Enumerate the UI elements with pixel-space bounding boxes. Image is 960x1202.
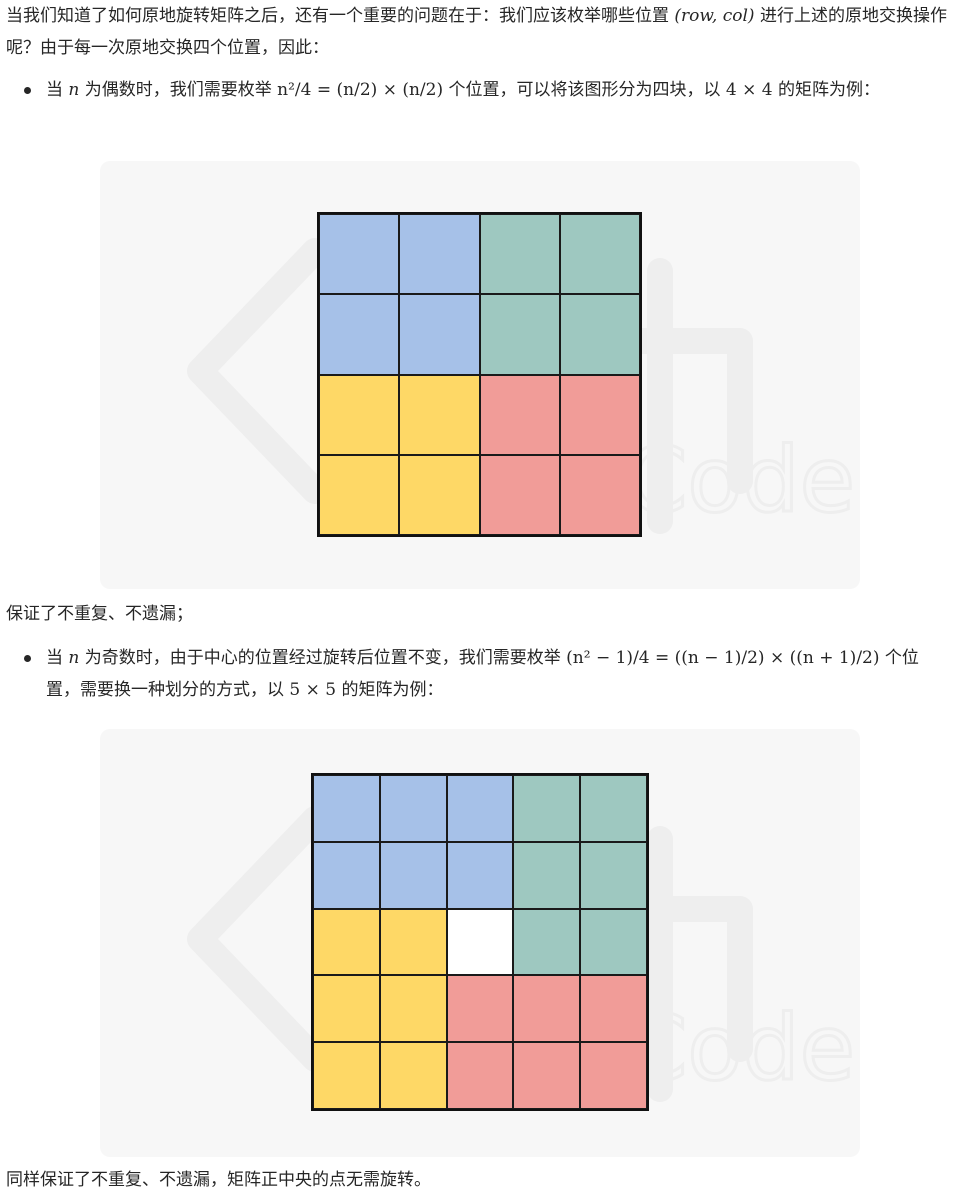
matrix-cell-yellow xyxy=(379,908,447,976)
matrix-cell-yellow xyxy=(313,975,380,1043)
matrix-cell-yellow xyxy=(313,908,380,976)
conclusion-text: 同样保证了不重复、不遗漏，矩阵正中央的点无需旋转。 xyxy=(6,1170,431,1190)
matrix-cell-red xyxy=(580,975,647,1043)
even-var-n: n xyxy=(68,80,80,100)
matrix-cell-teal xyxy=(559,214,640,295)
matrix-cell-blue xyxy=(379,841,447,909)
intro-text-1: 当我们知道了如何原地旋转矩阵之后，还有一个重要的问题在于：我们应该枚举哪些位置 xyxy=(6,6,675,26)
matrix-cell-teal xyxy=(513,841,581,909)
matrix-cell-teal xyxy=(479,214,560,295)
intro-math-rowcol: (row, col) xyxy=(674,6,755,26)
even-prefix: 当 xyxy=(46,80,69,100)
matrix-cell-blue xyxy=(446,775,514,842)
matrix-cell-blue xyxy=(313,775,380,842)
matrix-cell-blue xyxy=(379,775,447,842)
matrix-cell-red xyxy=(513,1042,581,1109)
matrix-cell-blue xyxy=(446,841,514,909)
matrix-cell-red xyxy=(446,1042,514,1109)
matrix-cell-red xyxy=(446,975,514,1043)
matrix-5x5 xyxy=(311,773,649,1111)
matrix-4x4 xyxy=(317,212,642,537)
odd-var-n: n xyxy=(68,648,80,668)
matrix-cell-blue xyxy=(399,294,480,375)
matrix-cell-yellow xyxy=(319,454,400,535)
bullet-dot xyxy=(24,87,31,94)
matrix-cell-red xyxy=(559,374,640,455)
matrix-cell-teal xyxy=(559,294,640,375)
intro-text-2: 进行上述的原地交换操作呢？由于每一次原地交换四个位置，因此： xyxy=(6,6,947,58)
matrix-cell-yellow xyxy=(313,1042,380,1109)
figure-4x4-panel: LeetCode xyxy=(100,161,860,589)
matrix-cell-red xyxy=(479,374,560,455)
matrix-cell-red xyxy=(580,1042,647,1109)
matrix-cell-yellow xyxy=(399,454,480,535)
even-mid: 为偶数时，我们需要枚举 xyxy=(79,80,278,100)
odd-end: 的矩阵为例： xyxy=(336,680,444,700)
matrix-cell-blue xyxy=(319,294,400,375)
matrix-cell-white xyxy=(446,908,514,976)
matrix-cell-red xyxy=(479,454,560,535)
figure-5x5-panel: LeetCode xyxy=(100,729,860,1157)
matrix-cell-yellow xyxy=(399,374,480,455)
bullet-dot xyxy=(24,655,31,662)
matrix-cell-yellow xyxy=(379,975,447,1043)
matrix-cell-red xyxy=(559,454,640,535)
matrix-cell-red xyxy=(513,975,581,1043)
after-even-text: 保证了不重复、不遗漏； xyxy=(6,604,193,624)
matrix-cell-blue xyxy=(313,841,380,909)
even-formula: n²/4 = (n/2) × (n/2) xyxy=(277,80,444,100)
matrix-cell-teal xyxy=(513,775,581,842)
odd-prefix: 当 xyxy=(46,648,69,668)
odd-suffix: 个位置，需要换一种划分的方式，以 xyxy=(46,648,919,700)
even-size: 4 × 4 xyxy=(725,80,773,100)
matrix-cell-teal xyxy=(513,908,581,976)
odd-size: 5 × 5 xyxy=(289,680,337,700)
matrix-cell-teal xyxy=(580,775,647,842)
even-suffix: 个位置，可以将该图形分为四块，以 xyxy=(443,80,726,100)
intro-paragraph: 当我们知道了如何原地旋转矩阵之后，还有一个重要的问题在于：我们应该枚举哪些位置 … xyxy=(6,0,952,64)
matrix-cell-yellow xyxy=(319,374,400,455)
odd-formula: (n² − 1)/4 = ((n − 1)/2) × ((n + 1)/2) xyxy=(566,648,880,668)
matrix-cell-blue xyxy=(399,214,480,295)
odd-mid: 为奇数时，由于中心的位置经过旋转后位置不变，我们需要枚举 xyxy=(79,648,567,668)
matrix-cell-teal xyxy=(580,908,647,976)
matrix-cell-yellow xyxy=(379,1042,447,1109)
matrix-cell-teal xyxy=(580,841,647,909)
even-end: 的矩阵为例： xyxy=(772,80,881,100)
matrix-cell-blue xyxy=(319,214,400,295)
matrix-cell-teal xyxy=(479,294,560,375)
